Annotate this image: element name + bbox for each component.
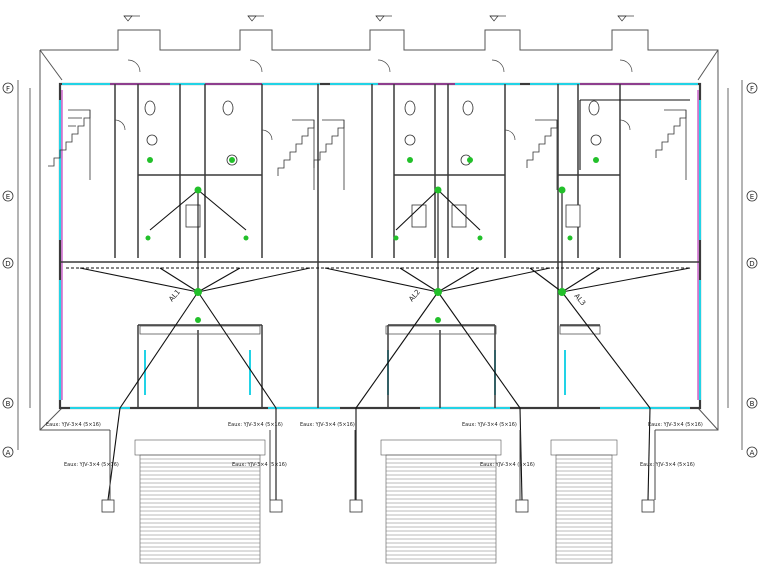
axis-label-d-left: D [5,260,10,268]
note-line: Eaux: YJV-3×4 (5×16) [228,422,283,428]
note-line: Eaux: YJV-3×4 (5×16) [232,462,287,468]
note-line: Eaux: YJV-3×4 (5×16) [300,422,355,428]
circuit-labels: AL1 AL2 AL3 [167,288,587,307]
note-line: Eaux: YJV-3×4 (5×16) [46,422,101,428]
side-walls [109,430,656,500]
balcony-rails [139,325,601,335]
axis-label-e-left: E [6,193,10,201]
axis-label-f-right: F [750,85,754,93]
entrance-steps [134,439,618,564]
junction-points [145,157,599,323]
axis-markers-left: F E D B A [2,82,14,458]
circuit-label-3: AL3 [572,292,587,307]
wiring-notes: Eaux: YJV-3×4 (5×16) Eaux: YJV-3×4 (5×16… [46,422,703,468]
axis-label-f-left: F [6,85,10,93]
note-line: Eaux: YJV-3×4 (5×16) [648,422,703,428]
interior-walls [60,84,700,408]
meter-boxes [101,499,655,513]
roof-outline [39,29,719,431]
bathroom-fixtures [144,100,602,228]
staircases [48,109,687,190]
axis-label-e-right: E [750,193,754,201]
axis-label-a-right: A [750,449,755,457]
axis-markers-right: F E D B A [746,82,758,458]
top-level-markers [123,15,634,22]
electrical-wiring [66,99,691,501]
axis-label-b-left: B [6,400,11,408]
accent-walls [61,83,699,400]
note-line: Eaux: YJV-3×4 (5×16) [462,422,517,428]
axis-label-b-right: B [750,400,755,408]
note-line: Eaux: YJV-3×4 (5×16) [64,462,119,468]
windows [59,83,701,409]
circuit-label-2: AL2 [407,288,422,303]
axis-label-d-right: D [749,260,754,268]
door-swings [114,59,633,141]
note-line: Eaux: YJV-3×4 (5×16) [640,462,695,468]
exterior-walls [58,82,702,410]
circuit-label-1: AL1 [167,288,182,303]
stair-treads [140,458,612,560]
dimension-lines [17,80,743,450]
axis-label-a-left: A [6,449,11,457]
note-line: Eaux: YJV-3×4 (5×16) [480,462,535,468]
